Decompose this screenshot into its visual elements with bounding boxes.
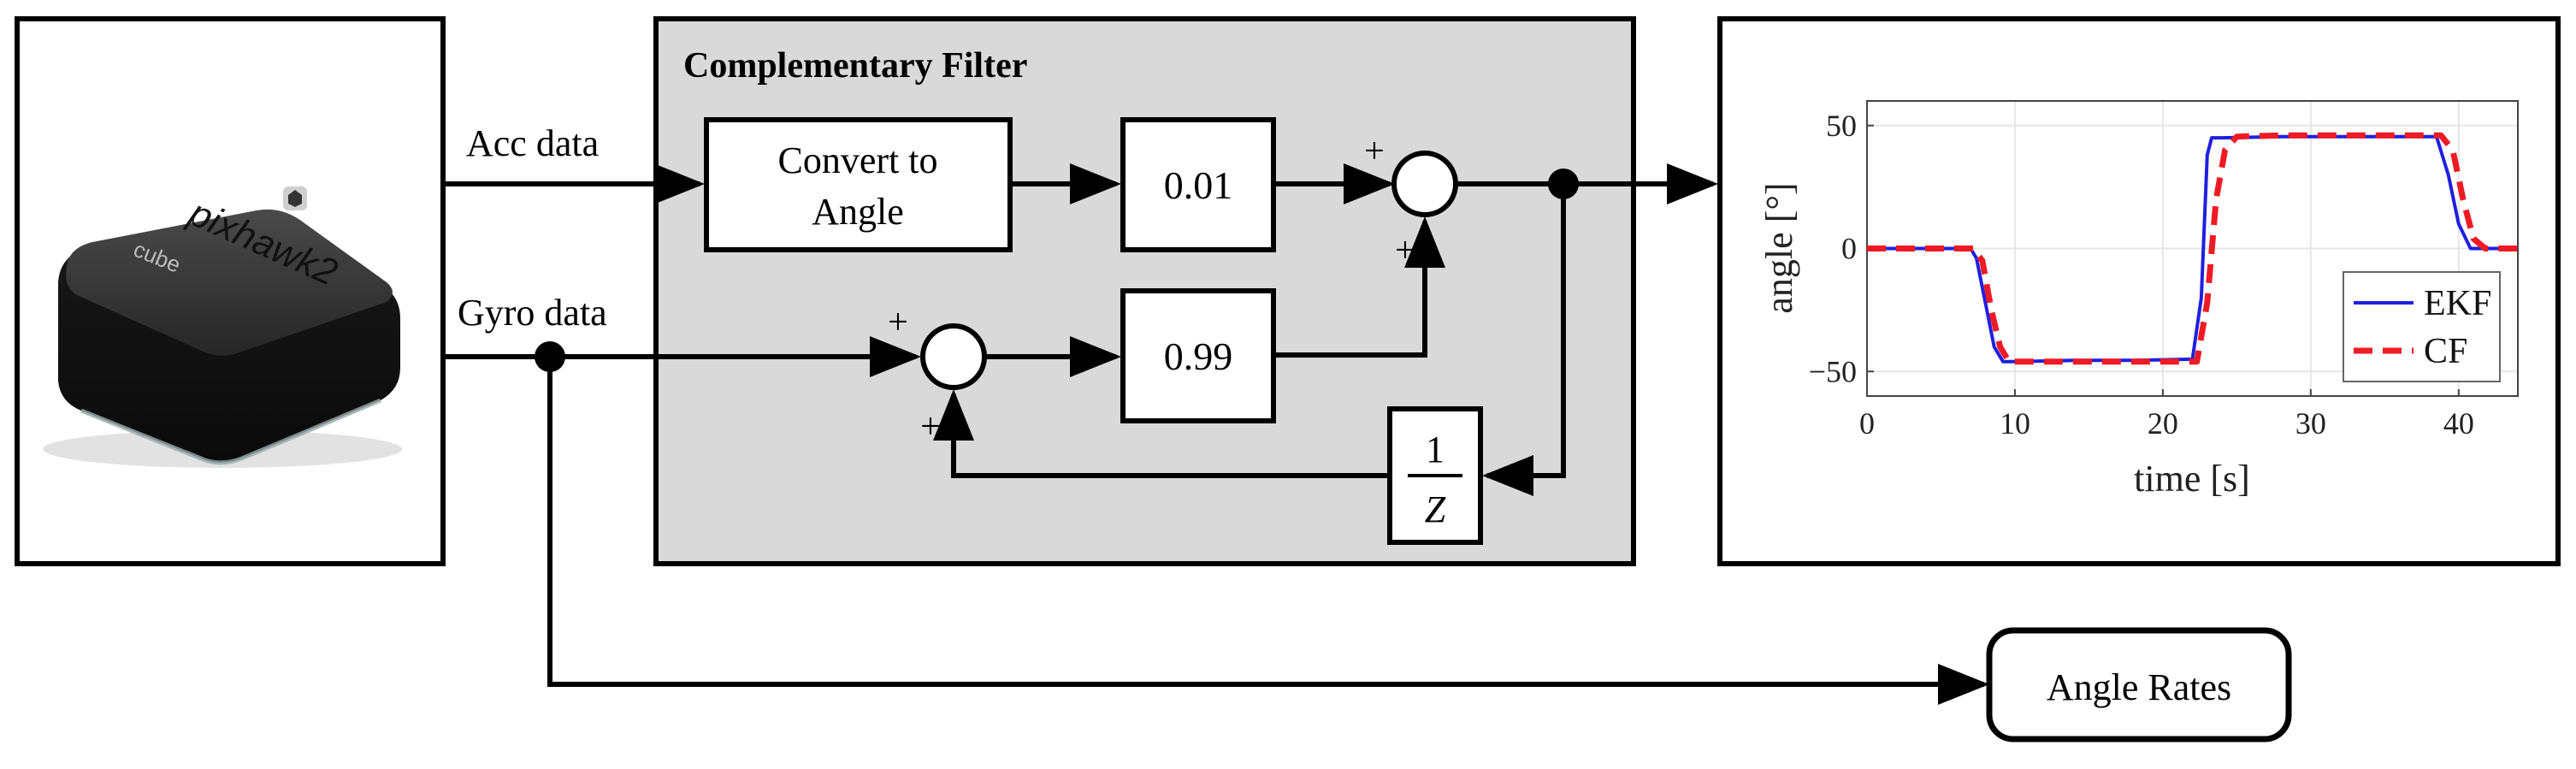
angle-rates-wire — [547, 357, 1989, 705]
plus-sign: + — [1395, 231, 1415, 270]
x-tick-label: 0 — [1859, 406, 1875, 441]
x-tick-label: 20 — [2148, 406, 2178, 441]
chart-legend — [2343, 271, 2501, 382]
x-tick-label: 30 — [2295, 406, 2326, 441]
y-tick-label: 0 — [1841, 232, 1857, 266]
device-panel: pixhawk2 cube — [15, 16, 446, 566]
plus-sign: + — [1364, 132, 1385, 171]
chart-x-axis-label: time [s] — [2134, 458, 2250, 500]
x-tick-label: 40 — [2443, 406, 2474, 441]
summer-output — [1391, 151, 1458, 217]
y-tick-label: −50 — [1809, 354, 1857, 388]
convert-to-angle-block — [704, 117, 1013, 252]
legend-label-ekf: EKF — [2424, 284, 2491, 323]
signal-wires — [443, 163, 1989, 705]
series-line-ekf — [1867, 134, 2518, 364]
plus-sign: + — [920, 407, 941, 447]
filter-title: Complementary Filter — [683, 46, 1027, 86]
legend-label-cf: CF — [2424, 332, 2467, 371]
gain-gyro-value: 0.99 — [1164, 334, 1233, 378]
series-line-cf — [1867, 132, 2518, 365]
delay-denominator: Z — [1425, 488, 1446, 530]
x-tick-label: 10 — [2000, 406, 2030, 441]
chart-y-axis-label: angle [°] — [1758, 182, 1800, 313]
feedback-wire — [1482, 184, 1566, 496]
gain-acc-block — [1120, 117, 1276, 252]
pixhawk-logo-icon — [283, 186, 307, 210]
y-tick-label: 50 — [1826, 109, 1857, 143]
delay-to-summer-wire — [933, 389, 1390, 478]
plus-sign: + — [888, 303, 908, 342]
gyro-data-label: Gyro data — [458, 292, 607, 334]
complementary-filter-panel: Complementary Filter Convert to Angle 0.… — [653, 16, 1636, 566]
gain-acc-value: 0.01 — [1164, 163, 1233, 207]
gyro-gain-to-summer-wire — [1273, 216, 1445, 358]
convert-block-line1: Convert to — [778, 139, 938, 181]
delay-numerator: 1 — [1426, 429, 1445, 470]
gyro-junction-dot — [535, 341, 565, 372]
summer-gyro — [920, 323, 987, 390]
acc-data-label: Acc data — [466, 122, 599, 164]
angle-rates-label: Angle Rates — [2047, 666, 2231, 708]
unit-delay-block — [1387, 406, 1483, 545]
gain-gyro-block — [1120, 288, 1276, 423]
convert-block-line2: Angle — [812, 191, 904, 233]
angle-rates-box — [1986, 627, 2292, 742]
